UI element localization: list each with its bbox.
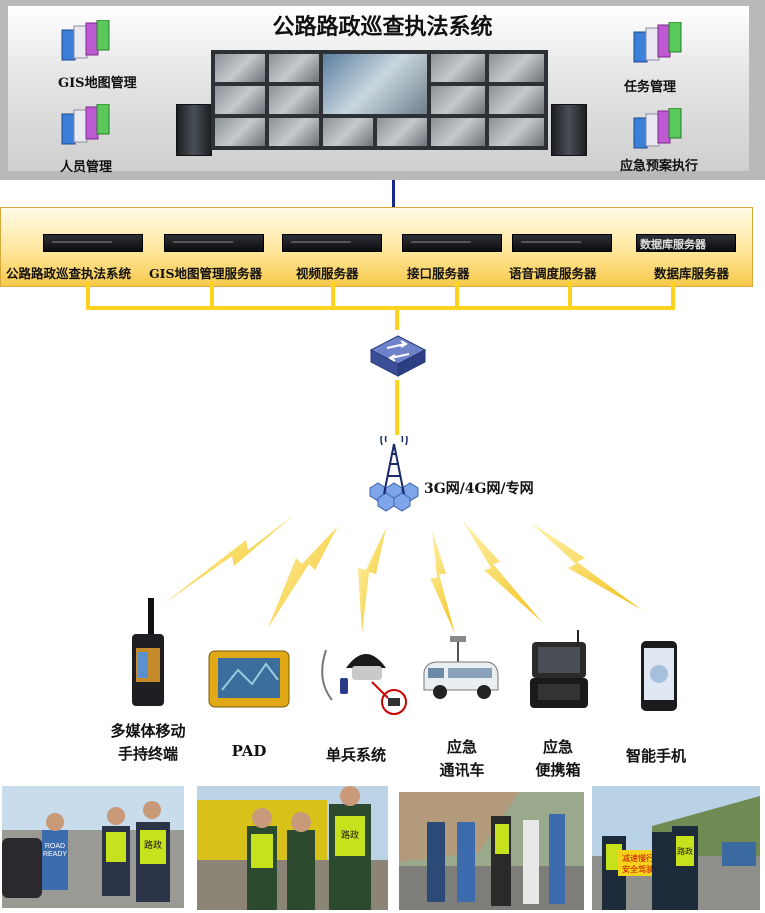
module-personnel-label: 人员管理: [60, 156, 112, 175]
device-label-soldier: 单兵系统: [316, 744, 396, 767]
photo-landslide-site: [399, 792, 584, 910]
device-label-case: 应急 便携箱: [526, 736, 590, 782]
bolt-6: [530, 522, 642, 610]
bolt-4: [430, 530, 455, 634]
photo-vest-text-2: 路政: [341, 829, 359, 841]
photo-roadside-inspection: ROAD READY 路政: [2, 786, 184, 908]
photo-road-checkpoint: 减速慢行 安全驾驶 路政: [592, 786, 760, 910]
bolt-1: [162, 514, 295, 605]
server-rack-5: [512, 234, 612, 252]
photo-sign-text-2: 安全驾驶: [622, 864, 654, 874]
personnel-servers-icon: [60, 104, 112, 148]
bolt-2: [268, 526, 338, 628]
device-label-vehicle: 应急 通讯车: [430, 736, 494, 782]
module-emergency-label: 应急预案执行: [620, 155, 698, 174]
emergency-portable-case-icon: [526, 630, 592, 712]
device-label-terminal: 多媒体移动 手持终端: [100, 720, 196, 766]
video-wall: [211, 50, 548, 150]
pad-icon: [208, 650, 290, 708]
wireless-links: [150, 510, 650, 640]
uplink-line: [392, 180, 395, 208]
cell-tower-icon: [360, 436, 430, 514]
emergency-servers-icon: [632, 108, 684, 152]
server-rack-3: [282, 234, 382, 252]
emergency-vehicle-icon: [418, 636, 502, 706]
speaker-tower-left: [176, 104, 212, 156]
device-label-phone: 智能手机: [616, 745, 696, 768]
photo-shirt-text-2: READY: [43, 851, 67, 858]
gis-servers-icon: [60, 20, 112, 64]
bolt-5: [462, 520, 542, 622]
smartphone-icon: [640, 640, 678, 712]
photo-vest-text-1: 路政: [144, 839, 162, 851]
speaker-tower-right: [551, 104, 587, 156]
individual-soldier-kit-icon: [312, 640, 408, 716]
photo-vest-text-3: 路政: [677, 846, 693, 856]
bolt-3: [358, 528, 386, 634]
module-task-label: 任务管理: [624, 76, 676, 95]
server-rack-2: [164, 234, 264, 252]
device-label-pad: PAD: [214, 740, 284, 763]
network-switch-icon: [365, 328, 431, 380]
task-servers-icon: [632, 22, 684, 66]
server-rack-1: [43, 234, 143, 252]
photo-shirt-text-1: ROAD: [45, 843, 65, 850]
network-label: 3G网/4G网/专网: [424, 478, 534, 498]
server-rack-6-overlay-label: 数据库服务器: [640, 236, 706, 252]
photo-officers-truck: 路政: [197, 786, 388, 910]
module-gis-label: GIS地图管理: [58, 72, 137, 91]
multimedia-terminal-icon: [128, 598, 168, 708]
photo-sign-text-1: 减速慢行: [622, 853, 654, 863]
server-rack-4: [402, 234, 502, 252]
